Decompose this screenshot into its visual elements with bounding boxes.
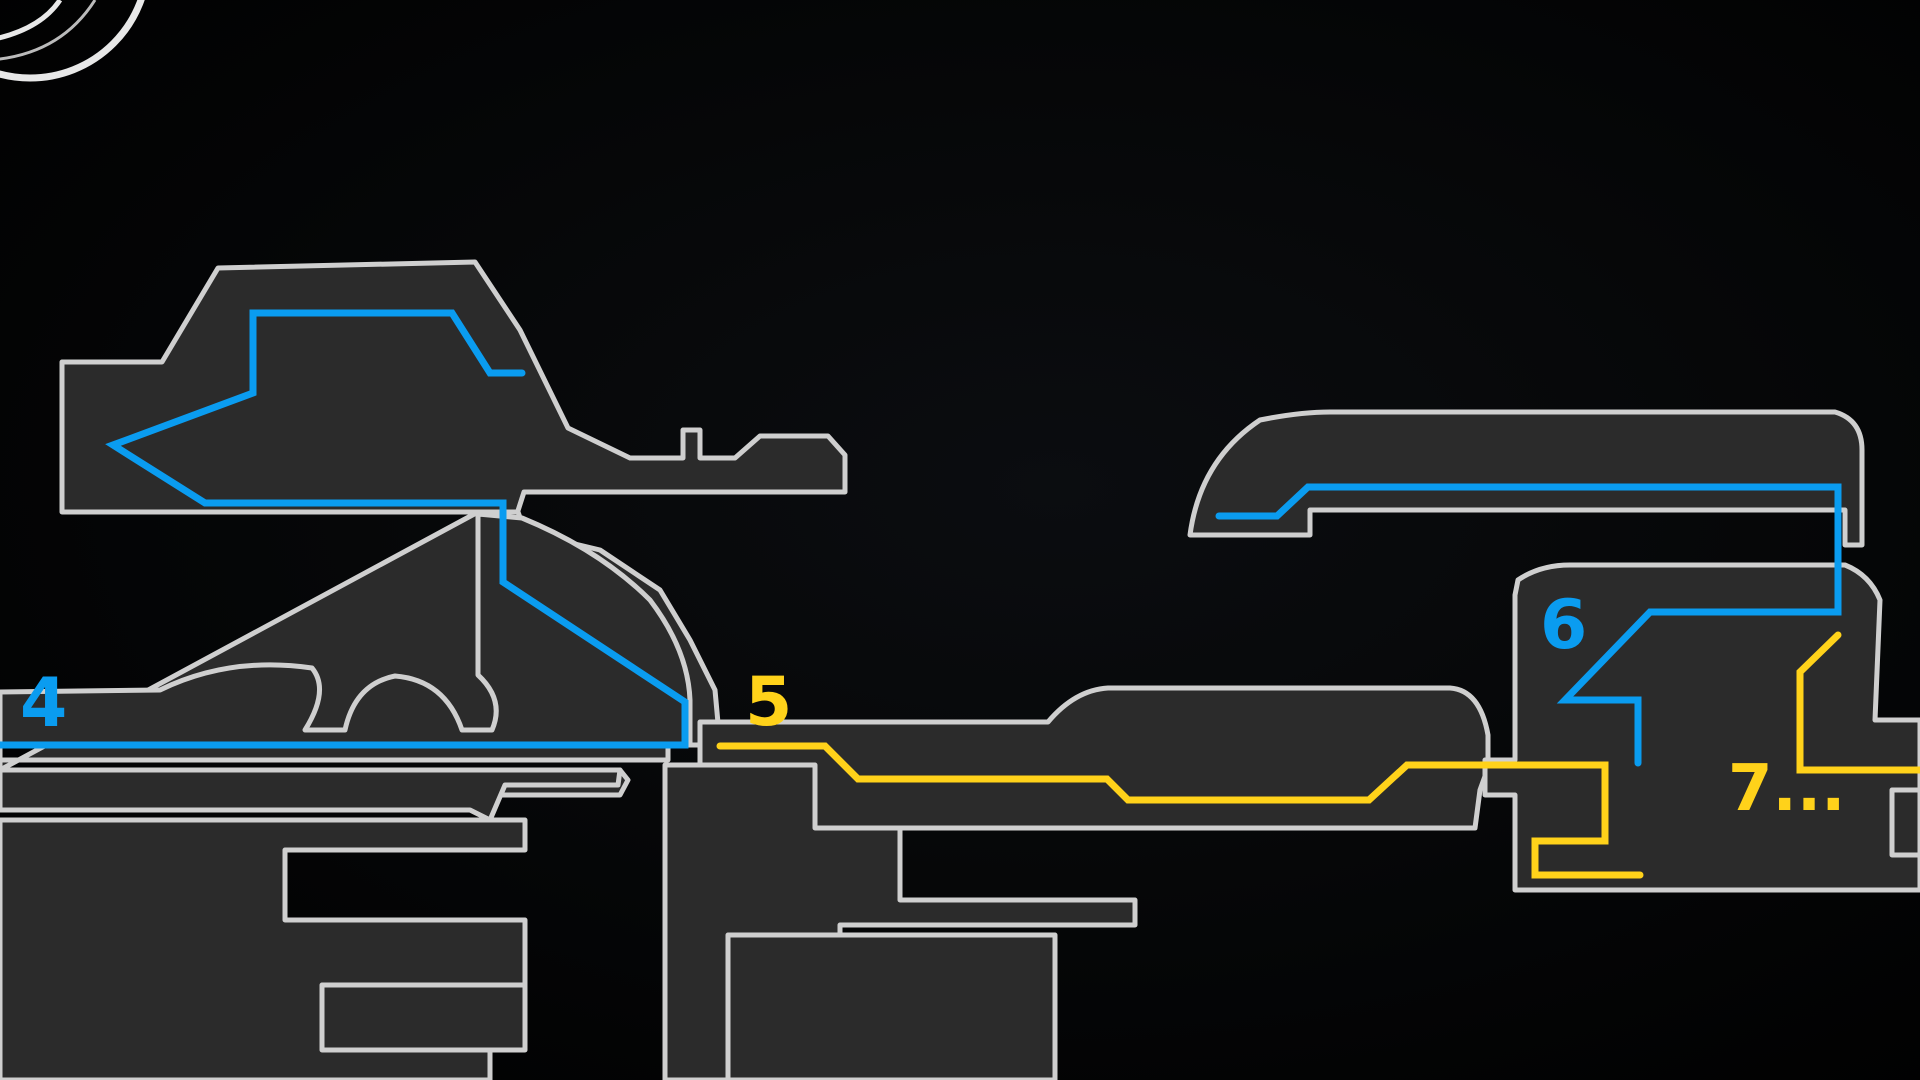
yellow-route-5 bbox=[716, 742, 1644, 879]
room-center-shaft bbox=[662, 762, 1138, 1080]
room-right-tower bbox=[1482, 562, 1920, 893]
room-upper-left bbox=[59, 259, 848, 523]
room-corridor-left bbox=[0, 511, 693, 748]
marker-6-label: 6 bbox=[1540, 586, 1587, 665]
room-lower-left bbox=[0, 767, 623, 1080]
room-middle-corridor bbox=[697, 685, 1491, 831]
yellow-route-7 bbox=[1796, 631, 1920, 774]
marker-5-label: 5 bbox=[745, 663, 792, 742]
blue-route-6 bbox=[1215, 483, 1842, 767]
marker-7-label: 7... bbox=[1728, 752, 1845, 826]
marker-4-label: 4 bbox=[20, 664, 67, 743]
blue-route-4 bbox=[0, 309, 689, 749]
emblem-ring-icon bbox=[0, 0, 145, 82]
room-upper-right bbox=[1187, 409, 1865, 548]
